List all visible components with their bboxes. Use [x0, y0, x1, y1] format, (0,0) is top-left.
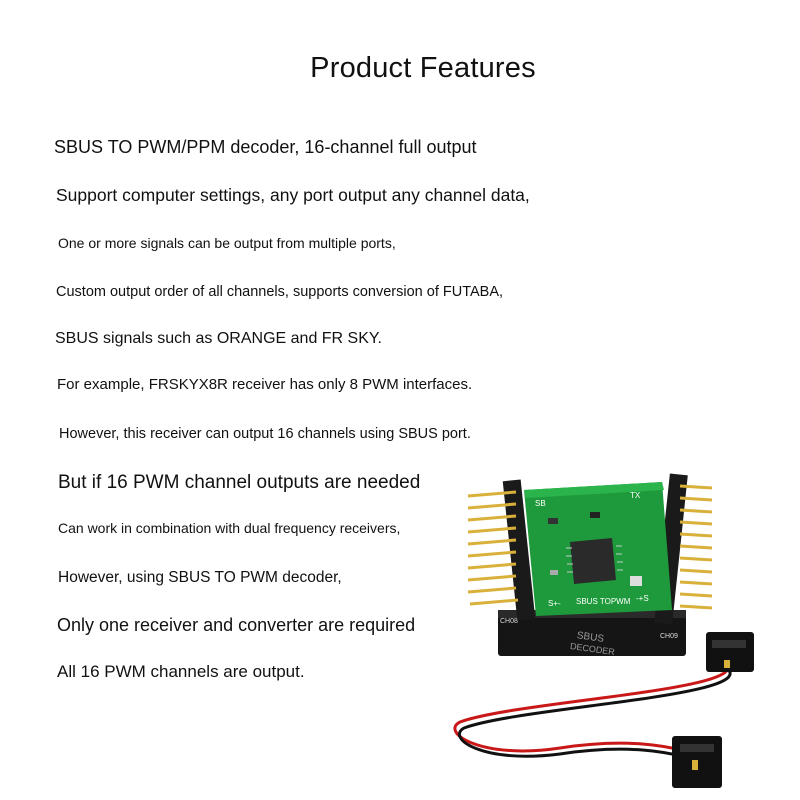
- board-label-right: TX: [630, 491, 641, 500]
- feature-line: But if 16 PWM channel outputs are needed: [58, 472, 421, 493]
- mcu-chip: [566, 538, 623, 584]
- feature-line: For example, FRSKYX8R receiver has only …: [57, 376, 473, 393]
- feature-line: However, this receiver can output 16 cha…: [59, 426, 471, 442]
- feature-line: Support computer settings, any port outp…: [56, 185, 530, 205]
- green-pcb: SB TX S+- SBUS TOPWM -+S: [524, 482, 672, 616]
- feature-line: Can work in combination with dual freque…: [58, 520, 401, 536]
- feature-line: However, using SBUS TO PWM decoder,: [58, 569, 342, 586]
- servo-connector-bottom: [672, 736, 722, 788]
- board-bottom-right: -+S: [636, 594, 649, 603]
- channel-label-left: CH08: [500, 618, 518, 625]
- feature-line: SBUS TO PWM/PPM decoder, 16-channel full…: [54, 137, 477, 157]
- product-image: SBUS DECODER CH08 CH09: [453, 473, 754, 788]
- servo-cable: [453, 658, 732, 760]
- board-bottom-label: SBUS TOPWM: [576, 597, 631, 606]
- page-title: Product Features: [310, 52, 536, 84]
- board-bottom-left: S+-: [548, 599, 561, 608]
- board-label-left: SB: [535, 499, 546, 508]
- decoder-case: SBUS DECODER CH08 CH09: [498, 610, 686, 657]
- feature-line: One or more signals can be output from m…: [58, 235, 396, 251]
- case-label-top: SBUS: [576, 630, 605, 645]
- feature-line: All 16 PWM channels are output.: [57, 662, 305, 681]
- feature-line: Custom output order of all channels, sup…: [56, 284, 504, 300]
- channel-label-right: CH09: [660, 633, 678, 640]
- feature-line: Only one receiver and converter are requ…: [57, 615, 416, 635]
- left-pin-header: [467, 479, 536, 621]
- servo-connector-top: [706, 632, 754, 672]
- feature-line: SBUS signals such as ORANGE and FR SKY.: [55, 330, 382, 347]
